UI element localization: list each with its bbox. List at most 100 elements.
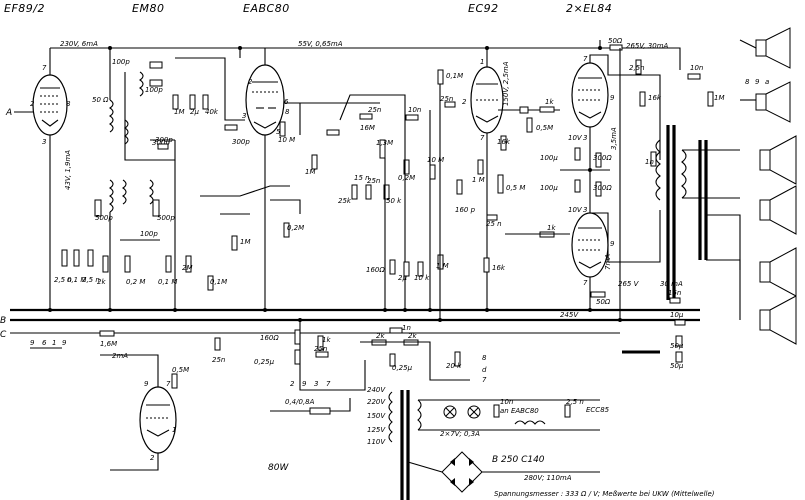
label-1m-a: 1M [174, 108, 185, 116]
label-bus-b: B [0, 316, 6, 326]
label-bus-c: C [0, 330, 7, 340]
cap-25n-b [444, 101, 456, 108]
cap-10u [674, 319, 686, 326]
label-25n-f: 25n [212, 356, 225, 364]
cap-10n-b [687, 73, 701, 80]
pot-1-3m [379, 139, 386, 159]
svg-text:8: 8 [745, 78, 750, 86]
res-300-a [595, 152, 602, 168]
res-20k [454, 351, 461, 367]
res-02m-b [124, 255, 131, 273]
cap-25n-d [486, 214, 498, 221]
label-1m-f: 1M [240, 238, 251, 246]
speaker-4 [759, 185, 797, 235]
label-05m-c: 0,5M [172, 366, 189, 374]
label-2k-b: 2k [376, 332, 385, 340]
tweeter-1 [755, 27, 791, 69]
heater-choke [514, 420, 546, 425]
pilot-lamp-2 [467, 405, 481, 419]
svg-text:2: 2 [30, 100, 35, 108]
cap-100p-b [149, 79, 163, 87]
label-16k-b: 16k [648, 94, 662, 102]
label-1n: 1n [645, 158, 654, 166]
label-05m-a: 0,5M [536, 124, 553, 132]
label-10n-c: 10n [500, 398, 513, 406]
label-100u-a: 100µ [540, 154, 558, 162]
res-16k-b [639, 91, 646, 107]
label-300-b: 300Ω [593, 184, 612, 192]
label-10k: 10 k [414, 274, 430, 282]
label-265v-bot: 265 V [618, 280, 640, 288]
svg-text:9: 9 [62, 339, 67, 347]
fuse [309, 407, 331, 415]
cap-2-5n-b [87, 249, 94, 267]
label-10m-b: 10 M [427, 156, 444, 164]
label-125v: 125V [367, 426, 386, 434]
tube-em80 [139, 386, 177, 454]
label-300p-b: 300p [155, 136, 173, 144]
svg-text:3: 3 [583, 206, 587, 214]
label-160: 160Ω [366, 266, 385, 274]
res-1m-c [707, 91, 714, 107]
svg-text:7: 7 [166, 380, 171, 388]
label-500p-b: 500p [157, 214, 175, 222]
speaker-6 [759, 295, 797, 345]
svg-text:8: 8 [482, 354, 487, 362]
label-heater: 2×7V; 0,3A [440, 430, 480, 438]
cap-2-5n-top [635, 59, 642, 75]
svg-text:8: 8 [66, 100, 71, 108]
speaker-5 [759, 247, 797, 297]
rail-55v [240, 40, 601, 49]
label-245v: 245V [560, 311, 579, 319]
label-1k-c: 1k [322, 336, 331, 344]
res-40k [202, 94, 209, 110]
cap-50u-a [675, 335, 683, 347]
label-25n-d: 25 n [486, 220, 502, 228]
cap-10n-a [405, 114, 419, 121]
res-16k-a [500, 135, 507, 151]
cap-300p-c [224, 124, 238, 131]
rail-265v [600, 47, 681, 70]
label-1m-b: 1M [305, 168, 316, 176]
res-01m-a [73, 249, 80, 267]
label-20k: 20 k [446, 362, 462, 370]
cap-2u-b [403, 261, 410, 277]
res-2m [185, 255, 192, 273]
label-01m-c: 0,1M [210, 278, 227, 286]
label-2u: 2µ [190, 108, 199, 116]
svg-text:7: 7 [482, 376, 487, 384]
res-1m-b [311, 154, 318, 170]
label-150v-tap: 150V [367, 412, 386, 420]
cap-1n-b [389, 327, 403, 334]
output-primary [655, 139, 661, 201]
res-01m-top [437, 69, 444, 85]
cap-2u [189, 94, 196, 110]
svg-text:9: 9 [30, 339, 35, 347]
label-ecc85: ECC85 [586, 406, 610, 414]
svg-text:7: 7 [42, 64, 47, 72]
res-25k [351, 184, 358, 200]
cap-0-25u-a [294, 349, 301, 365]
label-01m-a: 0,1 M [67, 276, 86, 284]
label-43v: 43V, 1,9mA [64, 150, 72, 190]
label-50k: 50 k [386, 197, 402, 205]
res-160-ohm-b [294, 329, 301, 345]
tube-eabc80 [245, 64, 285, 136]
res-50k [383, 184, 390, 200]
svg-text:6: 6 [42, 339, 47, 347]
label-2k-a: 2k [97, 278, 106, 286]
tube-ec92 [470, 66, 504, 134]
cap-25n-a [359, 113, 373, 120]
label-265v-top: 265V, 30mA [626, 42, 669, 50]
label-an-eabc80: an EABC80 [500, 407, 539, 415]
label-1m-g: 1 M [436, 262, 449, 270]
label-01m-top: 0,1M [446, 72, 463, 80]
res-02m-c [283, 222, 290, 238]
res-05m-a [526, 117, 533, 133]
svg-text:9: 9 [755, 78, 760, 86]
label-80w: 80W [268, 463, 289, 473]
label-2m: 2M [182, 264, 193, 272]
res-1m-f [231, 235, 238, 251]
label-1-3m: 1,3M [376, 139, 393, 147]
